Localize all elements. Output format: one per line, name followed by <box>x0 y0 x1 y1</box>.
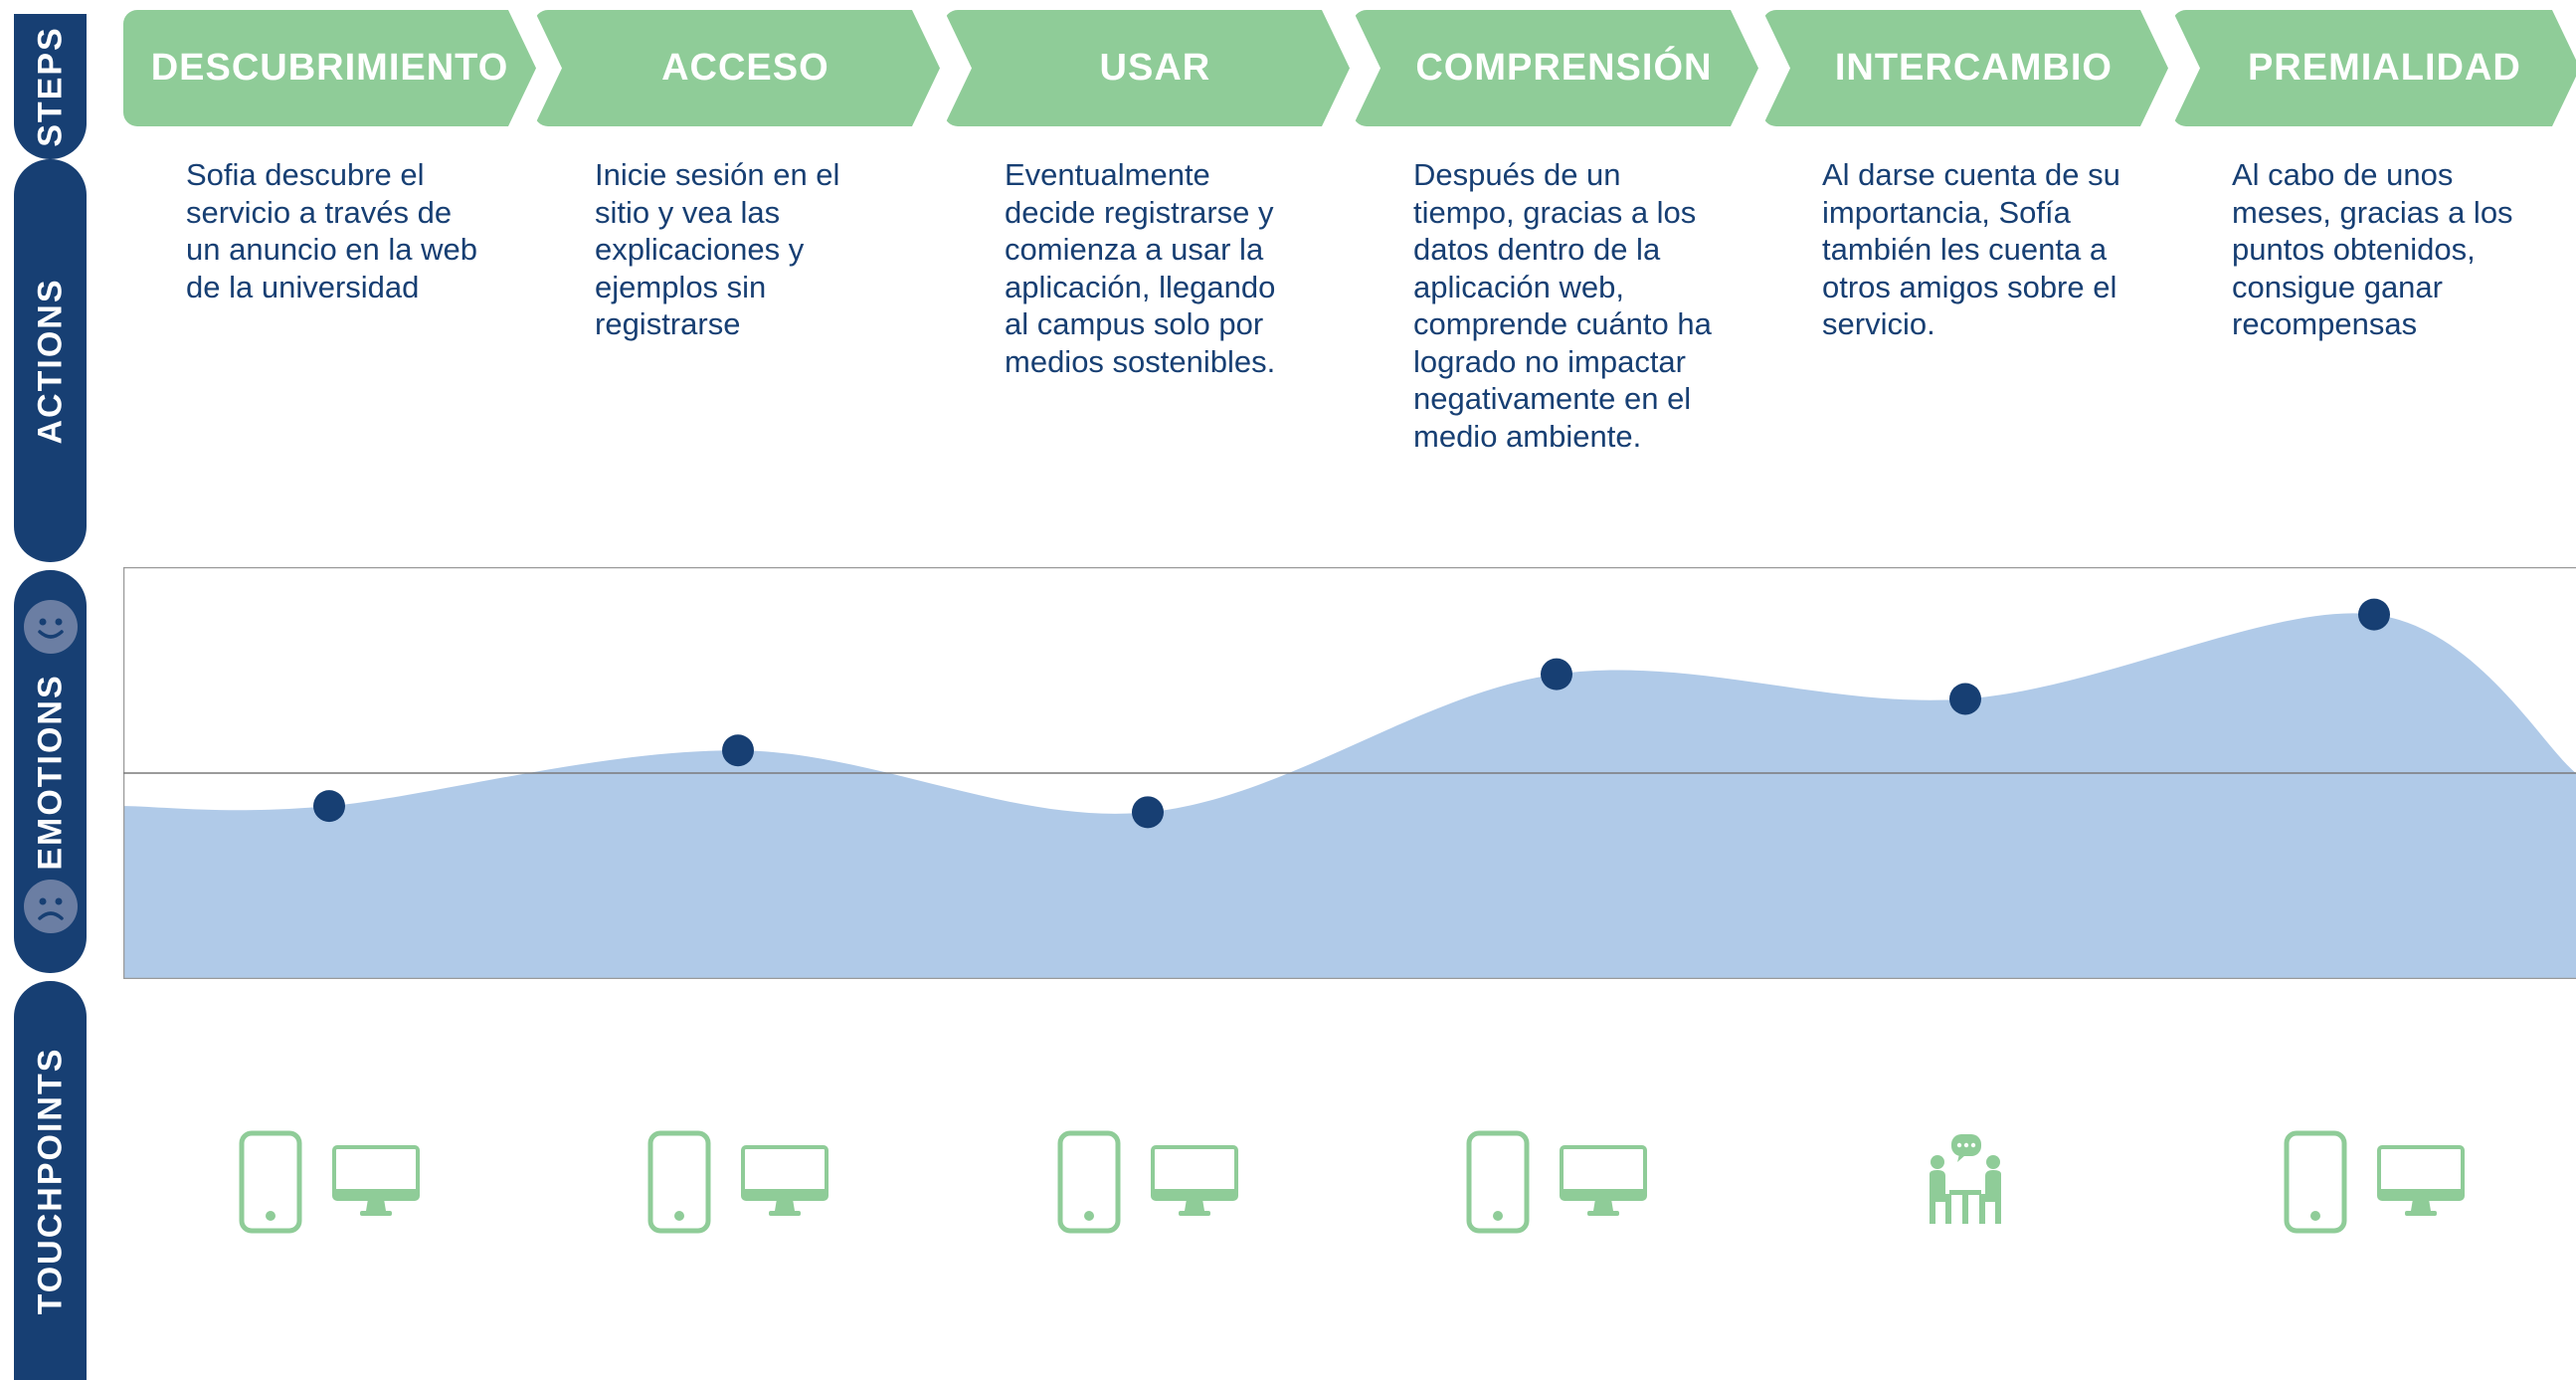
desktop-monitor-icon <box>741 1145 828 1219</box>
steps-label: STEPS <box>31 26 69 147</box>
mobile-phone-icon <box>1057 1130 1121 1234</box>
emotion-point-4 <box>1541 658 1572 690</box>
mobile-phone-icon <box>1466 1130 1530 1234</box>
emotions-label: EMOTIONS <box>31 673 69 871</box>
step-acceso: ACCESO <box>534 10 940 126</box>
action-intercambio: Al darse cuenta de su importancia, Sofía… <box>1822 157 2120 341</box>
touchpoints-row-label: TOUCHPOINTS <box>14 981 87 1380</box>
desktop-monitor-icon <box>332 1145 420 1219</box>
sad-face-icon <box>23 880 78 933</box>
steps-row-label: STEPS <box>14 14 87 159</box>
step-intercambio: INTERCAMBIO <box>1762 10 2168 126</box>
step-usar: USAR <box>944 10 1350 126</box>
mobile-phone-icon <box>2284 1130 2347 1234</box>
emotion-point-3 <box>1132 796 1164 829</box>
action-comprension: Después de un tiempo, gracias a los dato… <box>1413 157 1712 454</box>
emotion-point-6 <box>2358 598 2390 631</box>
happy-face-icon <box>23 600 78 654</box>
touchpoints-label: TOUCHPOINTS <box>31 1047 69 1314</box>
action-descubrimiento: Sofia descubre el servicio a través de u… <box>186 157 478 304</box>
actions-label: ACTIONS <box>31 278 69 444</box>
mobile-phone-icon <box>239 1130 302 1234</box>
step-comprension: COMPRENSIÓN <box>1353 10 1758 126</box>
action-premialidad: Al cabo de unos meses, gracias a los pun… <box>2232 157 2513 341</box>
steps-bar: DESCUBRIMIENTO ACCESO USAR COMPRENSIÓN I… <box>123 10 2576 126</box>
step-premialidad: PREMIALIDAD <box>2172 10 2576 126</box>
action-acceso: Inicie sesión en el sitio y vea las expl… <box>595 157 840 341</box>
emotion-point-2 <box>722 734 754 767</box>
action-usar: Eventualmente decide registrarse y comie… <box>1005 157 1276 379</box>
step-descubrimiento: DESCUBRIMIENTO <box>123 10 536 126</box>
desktop-monitor-icon <box>1151 1145 1238 1219</box>
emotion-point-1 <box>313 790 345 823</box>
emotions-row-label: EMOTIONS <box>14 570 87 973</box>
actions-row-label: ACTIONS <box>14 159 87 562</box>
mobile-phone-icon <box>647 1130 711 1234</box>
emotion-area <box>123 613 2576 979</box>
conversation-people-icon <box>1926 1132 2005 1232</box>
emotion-curve-chart <box>123 567 2576 979</box>
desktop-monitor-icon <box>1560 1145 1647 1219</box>
desktop-monitor-icon <box>2377 1145 2465 1219</box>
emotion-point-5 <box>1949 683 1981 715</box>
